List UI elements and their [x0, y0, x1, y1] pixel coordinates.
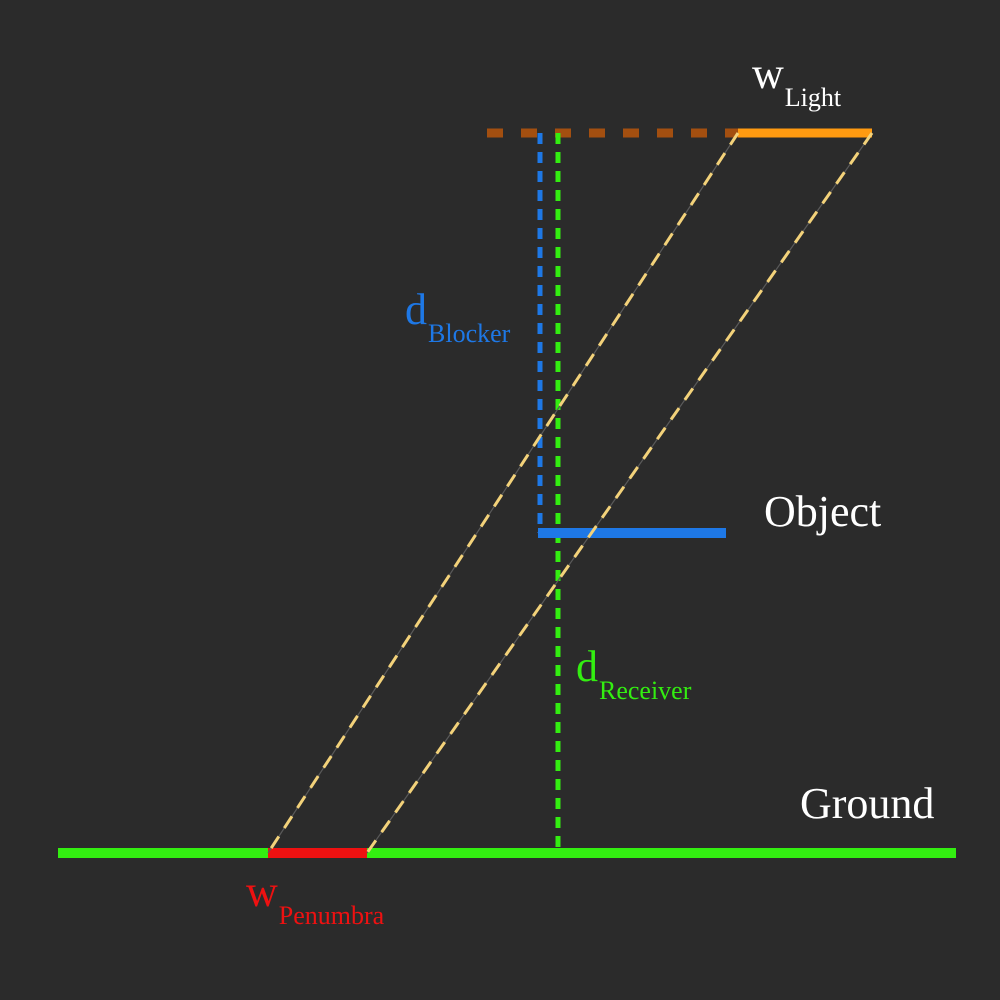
w-penumbra-sub: Penumbra	[278, 901, 385, 930]
d-blocker-label: dBlocker	[405, 285, 510, 347]
d-blocker-sub: Blocker	[428, 319, 511, 348]
d-receiver-sub: Receiver	[599, 676, 692, 705]
w-penumbra-label: wPenumbra	[246, 867, 384, 929]
w-light-main: w	[752, 49, 784, 98]
ray-guide-left	[267, 132, 739, 854]
w-light-label: wLight	[752, 49, 841, 111]
ground-label: Ground	[800, 779, 935, 828]
w-light-sub: Light	[784, 83, 842, 112]
d-receiver-label: dReceiver	[576, 642, 691, 704]
w-penumbra-main: w	[246, 867, 278, 916]
object-label: Object	[764, 487, 882, 536]
d-receiver-main: d	[576, 642, 598, 691]
d-blocker-main: d	[405, 285, 427, 334]
ray-right	[365, 132, 874, 854]
